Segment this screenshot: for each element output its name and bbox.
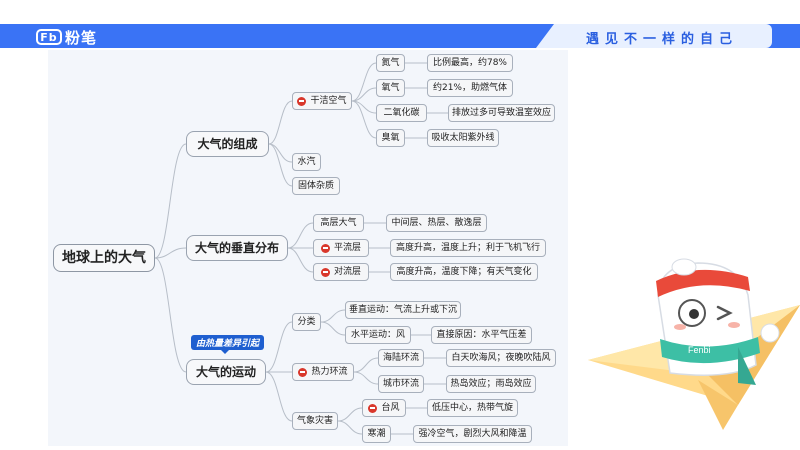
flag-icon bbox=[320, 267, 330, 277]
node-vertical-distribution: 大气的垂直分布 bbox=[186, 235, 288, 261]
slogan-box bbox=[536, 24, 772, 48]
header-bar: Fb 粉笔 遇见不一样的自己 bbox=[0, 0, 800, 48]
node-cold-wave: 寒潮 bbox=[362, 425, 391, 443]
node-horizontal-motion: 水平运动：风 bbox=[345, 326, 411, 344]
mascot-illustration: Fenbi bbox=[588, 258, 800, 430]
motion-cause-badge: 由热量差异引起 bbox=[191, 335, 264, 354]
node-weather-disasters: 气象灾害 bbox=[292, 412, 338, 430]
node-typhoon-label: 台风 bbox=[381, 402, 400, 413]
node-solid-impurities: 固体杂质 bbox=[292, 177, 340, 195]
node-vertical-motion: 垂直运动：气流上升或下沉 bbox=[345, 301, 461, 319]
brand-logo: Fb 粉笔 bbox=[36, 27, 97, 47]
slogan-text: 遇见不一样的自己 bbox=[586, 32, 739, 47]
node-nitrogen: 氮气 bbox=[376, 54, 405, 72]
node-oxygen: 氧气 bbox=[376, 79, 405, 97]
node-thermal-circulation: 热力环流 bbox=[292, 363, 354, 381]
node-urban-circulation: 城市环流 bbox=[378, 375, 424, 393]
node-stratosphere-label: 平流层 bbox=[333, 242, 361, 253]
note-nitrogen: 比例最高，约78% bbox=[427, 54, 513, 72]
node-water-vapor: 水汽 bbox=[292, 153, 321, 171]
node-classification: 分类 bbox=[292, 313, 321, 331]
node-ozone: 臭氧 bbox=[376, 129, 405, 147]
note-stratosphere: 高度升高，温度上升；利于飞机飞行 bbox=[390, 239, 546, 257]
node-motion: 大气的运动 bbox=[186, 359, 266, 385]
note-upper-atmosphere: 中间层、热层、散逸层 bbox=[386, 214, 487, 232]
mascot-scarf-text: Fenbi bbox=[688, 345, 711, 355]
note-oxygen: 约21%，助燃气体 bbox=[427, 79, 513, 97]
flag-icon bbox=[298, 367, 308, 377]
node-co2: 二氧化碳 bbox=[376, 104, 427, 122]
note-urban-circulation: 热岛效应；雨岛效应 bbox=[446, 375, 536, 393]
note-troposphere: 高度升高，温度下降；有天气变化 bbox=[390, 263, 538, 281]
node-thermal-circulation-label: 热力环流 bbox=[311, 366, 348, 377]
flag-icon bbox=[368, 403, 378, 413]
note-co2: 排放过多可导致温室效应 bbox=[448, 104, 555, 122]
flag-icon bbox=[320, 243, 330, 253]
note-cold-wave: 强冷空气，剧烈大风和降温 bbox=[413, 425, 532, 443]
node-upper-atmosphere: 高层大气 bbox=[313, 214, 364, 232]
node-troposphere: 对流层 bbox=[313, 263, 369, 281]
logo-text: 粉笔 bbox=[65, 28, 98, 47]
node-composition: 大气的组成 bbox=[186, 131, 269, 157]
node-typhoon: 台风 bbox=[362, 399, 406, 417]
root-node: 地球上的大气 bbox=[53, 244, 155, 272]
node-dry-air-label: 干洁空气 bbox=[310, 95, 347, 106]
node-dry-air: 干洁空气 bbox=[292, 92, 352, 110]
node-stratosphere: 平流层 bbox=[313, 239, 369, 257]
note-ozone: 吸收太阳紫外线 bbox=[427, 129, 499, 147]
note-typhoon: 低压中心，热带气旋 bbox=[427, 399, 518, 417]
node-sea-land-circulation: 海陆环流 bbox=[378, 349, 424, 367]
flag-icon bbox=[297, 96, 307, 106]
logo-mark-icon: Fb bbox=[36, 29, 62, 45]
note-horizontal-motion: 直接原因：水平气压差 bbox=[431, 326, 532, 344]
note-sea-land-circulation: 白天吹海风；夜晚吹陆风 bbox=[446, 349, 556, 367]
node-troposphere-label: 对流层 bbox=[333, 266, 361, 277]
